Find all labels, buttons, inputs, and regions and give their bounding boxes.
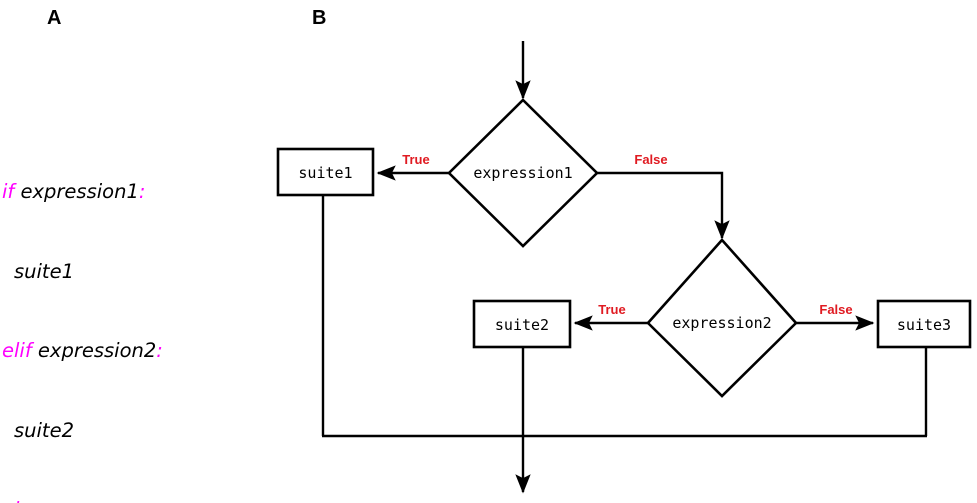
process-node-suite3 <box>876 299 972 349</box>
suite3-label: suite3 <box>897 316 951 334</box>
code-line-suite1: suite1 <box>2 259 252 286</box>
code-colon-2: : <box>156 339 163 362</box>
decision-node-expression1 <box>447 98 599 248</box>
code-line-if: if expression1: <box>2 179 252 206</box>
code-colon-1: : <box>138 180 146 203</box>
decision-node-expression2 <box>646 238 798 398</box>
edge-label-expression1-true: True <box>402 152 429 167</box>
suite2-label: suite2 <box>495 316 549 334</box>
code-suite-1: suite1 <box>14 259 74 283</box>
code-keyword-elif: elif <box>2 339 32 362</box>
edge-expression1-false <box>597 171 730 240</box>
code-line-suite2: suite2 <box>2 418 252 445</box>
code-expression-2: expression2 <box>31 339 157 362</box>
code-line-else: else: <box>2 497 252 503</box>
edge-label-expression2-true: True <box>598 302 625 317</box>
edge-label-expression2-false: False <box>819 302 852 317</box>
code-suite-2: suite2 <box>14 418 74 442</box>
suite1-label: suite1 <box>298 164 352 182</box>
code-line-elif: elif expression2: <box>2 338 252 365</box>
panel-label-b: B <box>312 7 327 29</box>
code-keyword-else: else <box>2 498 42 503</box>
code-keyword-if: if <box>2 180 15 203</box>
process-node-suite2 <box>472 299 572 349</box>
process-node-suite1 <box>276 147 375 197</box>
panel-label-a: A <box>47 7 62 29</box>
code-colon-3: : <box>42 498 49 503</box>
decision2-label: expression2 <box>672 314 771 332</box>
code-expression-1: expression1 <box>14 180 139 203</box>
python-code-listing: if expression1: suite1 elif expression2:… <box>2 126 252 503</box>
edge-label-expression1-false: False <box>634 152 667 167</box>
decision1-label: expression1 <box>473 164 572 182</box>
